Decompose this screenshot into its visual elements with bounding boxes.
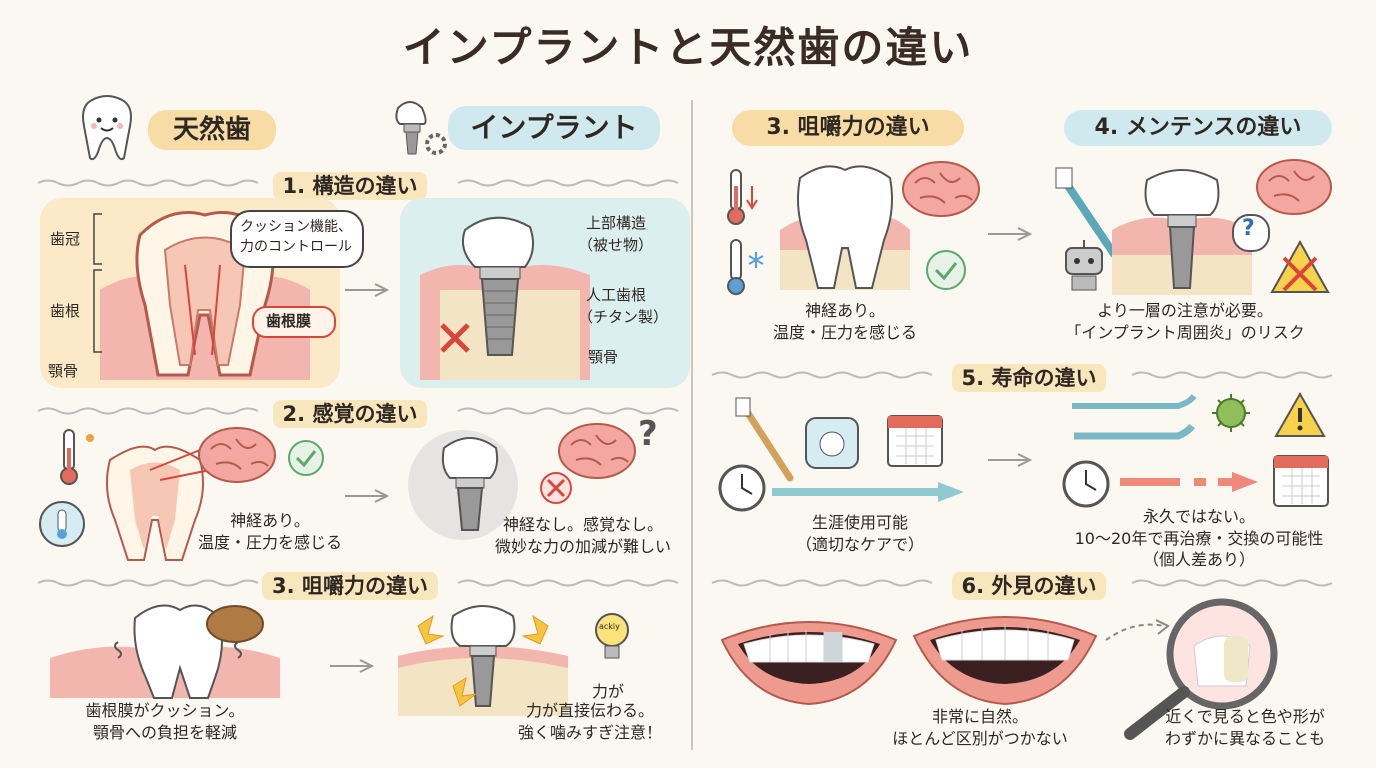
check-icon bbox=[288, 440, 324, 476]
natural-appearance-caption: 非常に自然。ほとんど区別がつかない bbox=[892, 707, 1068, 748]
dental-tools-icon bbox=[1072, 394, 1197, 440]
implant-cross-section-illustration bbox=[420, 216, 590, 380]
thermometer-cold-icon bbox=[727, 239, 764, 295]
thermometer-cold-icon bbox=[39, 501, 85, 547]
question-mark: ? bbox=[1242, 216, 1255, 241]
page-title: インプラントと天然歯の違い bbox=[402, 23, 974, 72]
natural-chewing-caption: 歯根膜がクッション。顎骨への負担を軽減 bbox=[85, 701, 245, 742]
brain-icon bbox=[198, 427, 276, 483]
question-bubble bbox=[1232, 214, 1270, 252]
clock-icon bbox=[1062, 460, 1110, 508]
floss-icon bbox=[805, 417, 859, 469]
arrow-right-icon bbox=[988, 453, 1033, 467]
smile-with-implant-illustration bbox=[720, 621, 898, 706]
implant-gear-icon bbox=[395, 101, 447, 155]
section-lifespan-heading: 5. 寿命の違い bbox=[714, 362, 1344, 392]
natural-lifespan-caption: 生涯使用可能（適切なケアで） bbox=[795, 513, 924, 554]
arrow-right-icon bbox=[988, 227, 1033, 241]
section-appearance-heading: 6. 外見の違い bbox=[714, 570, 1344, 600]
sun-icon bbox=[86, 434, 94, 442]
broken-arrow-icon bbox=[1120, 472, 1258, 492]
bracket-lines bbox=[93, 213, 102, 353]
section-chewing-heading: 3. 咀嚼力の違い bbox=[40, 570, 660, 600]
dashed-arrow-icon bbox=[1105, 619, 1170, 641]
clock-icon bbox=[718, 464, 766, 512]
artificial-root-sub-label: （チタン製） bbox=[578, 308, 669, 326]
cushion-speech-bubble bbox=[230, 210, 364, 268]
natural-tooth-cushion-illustration bbox=[50, 604, 280, 699]
jawbone-label: 顎骨 bbox=[48, 362, 79, 380]
implant-in-gum-illustration bbox=[1112, 169, 1252, 295]
section-divider bbox=[711, 371, 1333, 379]
natural-tooth-nerve-illustration bbox=[105, 445, 211, 561]
crown-label: 歯冠 bbox=[50, 230, 81, 248]
calendar-icon bbox=[1273, 455, 1329, 507]
brain-icon bbox=[1256, 159, 1332, 215]
lightbulb-text: ackiy bbox=[599, 622, 620, 631]
robot-icon bbox=[1065, 240, 1103, 291]
section-chewing-right-heading: 3. 咀嚼力の違い bbox=[732, 110, 964, 146]
arrow-right-icon bbox=[330, 659, 375, 673]
natural-tooth-header: 天然歯 bbox=[148, 110, 276, 150]
section-divider bbox=[37, 407, 679, 415]
brain-icon bbox=[902, 161, 980, 217]
maintenance-caption: より一層の注意が必要。「インプラント周囲炎」のリスク bbox=[1065, 301, 1305, 342]
thermometer-hot-icon bbox=[727, 169, 758, 225]
brain-icon bbox=[558, 423, 636, 479]
calendar-icon bbox=[887, 415, 943, 467]
implant-impact-illustration bbox=[398, 605, 568, 716]
pdl-label-box bbox=[252, 306, 336, 338]
implant-sensation-caption: 神経なし。感覚なし。微妙な力の加減が難しい bbox=[494, 515, 671, 556]
implant-chewing-caption: 力が直接伝わる。強く噛みすぎ注意！ bbox=[517, 701, 662, 742]
implant-appearance-caption: 近くで見ると色や形がわずかに異なることも bbox=[1164, 707, 1325, 748]
magnifying-glass-icon bbox=[1124, 598, 1278, 740]
root-label: 歯根 bbox=[50, 302, 81, 320]
section-divider bbox=[37, 579, 679, 587]
lightbulb-icon bbox=[595, 613, 629, 659]
bubble-line-2: 力のコントロール bbox=[240, 239, 352, 255]
toothbrush-icon bbox=[735, 397, 794, 482]
implant-lifespan-caption: 永久ではない。10～20年で再治療・交換の可能性（個人差あり） bbox=[1074, 507, 1324, 570]
bubble-line-1: クッション機能、 bbox=[240, 219, 352, 235]
bacteria-icon bbox=[1212, 394, 1250, 432]
warning-icon bbox=[1274, 391, 1326, 437]
thermometer-hot-icon bbox=[60, 429, 78, 485]
section-divider bbox=[711, 579, 1333, 587]
question-mark: ? bbox=[638, 414, 658, 454]
section-structure-heading: 1. 構造の違い bbox=[40, 170, 660, 200]
upper-structure-label: 上部構造 bbox=[586, 214, 647, 232]
artificial-root-label: 人工歯根 bbox=[586, 286, 647, 304]
warning-no-signal-icon bbox=[1270, 239, 1330, 293]
section-sensation-heading: 2. 感覚の違い bbox=[40, 398, 660, 428]
pdl-label: 歯根膜 bbox=[266, 312, 312, 330]
smile-natural-illustration bbox=[912, 616, 1098, 706]
implant-tooth-icon bbox=[441, 437, 499, 531]
section-maintenance-heading: 4. メンテンスの違い bbox=[1064, 110, 1332, 146]
upper-structure-sub-label: （被せ物） bbox=[578, 236, 654, 254]
center-divider bbox=[691, 100, 693, 750]
check-icon bbox=[926, 250, 966, 290]
section-divider bbox=[37, 179, 679, 187]
arrow-right-icon bbox=[345, 283, 390, 297]
implant-jawbone-label: 顎骨 bbox=[588, 348, 619, 366]
implant-header: インプラント bbox=[448, 106, 660, 150]
long-arrow-icon bbox=[772, 482, 964, 502]
no-signal-x-icon bbox=[540, 472, 572, 504]
implant-chewing-label: 力が bbox=[592, 682, 625, 701]
natural-tooth-mascot-icon bbox=[82, 95, 132, 161]
arrow-right-icon bbox=[345, 489, 390, 503]
natural-sensation-caption: 神経あり。温度・圧力を感じる bbox=[197, 511, 342, 552]
natural-tooth-in-gum-illustration bbox=[780, 165, 910, 290]
natural-tooth-cross-section-illustration bbox=[100, 211, 310, 380]
toothbrush-icon bbox=[1055, 167, 1118, 258]
chewing-right-caption: 神経あり。温度・圧力を感じる bbox=[772, 301, 917, 342]
